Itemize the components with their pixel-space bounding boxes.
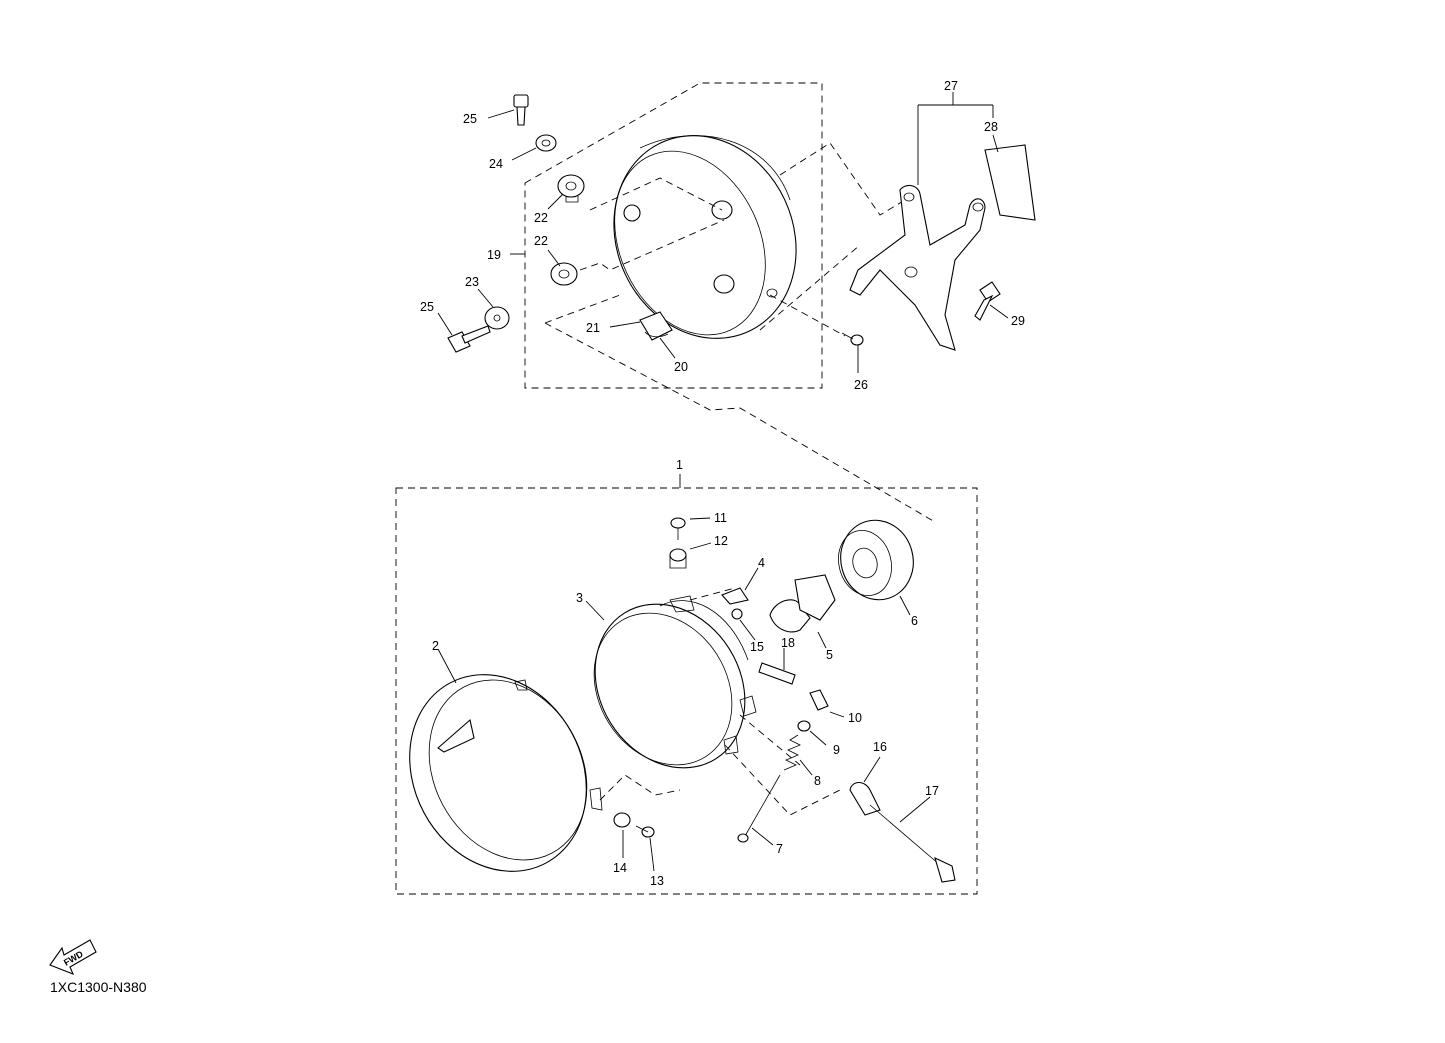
lens-unit-3 (593, 595, 757, 769)
lens-leaders (599, 587, 841, 816)
callout-4: 4 (758, 556, 765, 570)
group-1-headlight-unit-box (395, 474, 978, 895)
callout-16: 16 (873, 740, 887, 754)
screw-11 (670, 517, 686, 540)
adjust-screw-7 (737, 774, 781, 843)
callout-9: 9 (833, 743, 840, 757)
callout-labels: 1 2 3 4 5 6 7 8 9 10 11 12 13 14 15 16 1… (420, 79, 1025, 888)
callout-20: 20 (674, 360, 688, 374)
label-plate-28 (984, 144, 1036, 221)
callout-6: 6 (911, 614, 918, 628)
callout-29: 29 (1011, 314, 1025, 328)
bolt-25-top (513, 94, 529, 126)
spring-8 (783, 734, 801, 771)
screw-13 (635, 825, 655, 838)
grommet-22-upper (557, 174, 585, 203)
callout-5: 5 (826, 648, 833, 662)
bolt-25-lower (447, 325, 491, 353)
callout-15: 15 (750, 640, 764, 654)
drawing-code: 1XC1300-N380 (50, 979, 147, 995)
screw-26 (841, 332, 864, 346)
nut-15 (731, 608, 743, 620)
callout-8: 8 (814, 774, 821, 788)
callout-11: 11 (714, 511, 727, 525)
housing-leaders (579, 142, 906, 337)
grommet-12 (669, 548, 687, 569)
grommet-14 (613, 812, 631, 828)
callout-22-lower: 22 (534, 234, 548, 248)
callout-25-lower: 25 (420, 300, 434, 314)
clip-4 (721, 587, 749, 605)
callout-22-upper: 22 (534, 211, 548, 225)
callout-27: 27 (944, 79, 958, 93)
part-10 (809, 689, 829, 711)
fwd-direction-arrow: FWD (49, 939, 97, 975)
callout-14: 14 (613, 861, 627, 875)
bulb-5 (769, 574, 836, 633)
group-19-headlight-housing-box (510, 82, 823, 389)
callout-18: 18 (781, 636, 795, 650)
headlight-housing-part (613, 135, 797, 339)
callout-28: 28 (984, 120, 998, 134)
part-18 (758, 662, 796, 685)
callout-21: 21 (586, 321, 600, 335)
headlight-rim-2 (409, 674, 603, 872)
washer-24 (535, 134, 557, 152)
nut-9 (797, 720, 811, 732)
callout-1: 1 (676, 458, 683, 472)
collar-23 (484, 306, 510, 330)
callout-2: 2 (432, 639, 439, 653)
callout-24: 24 (489, 157, 503, 171)
callout-13: 13 (650, 874, 664, 888)
callout-23: 23 (465, 275, 479, 289)
callout-19: 19 (487, 248, 501, 262)
callout-17: 17 (925, 784, 939, 798)
callout-10: 10 (848, 711, 862, 725)
clip-20-21 (639, 311, 673, 341)
callout-leaders (437, 92, 1009, 872)
callout-12: 12 (714, 534, 728, 548)
housing-to-cover-leader (544, 294, 936, 523)
cable-17 (869, 804, 956, 883)
grommet-22-lower (550, 262, 578, 286)
callout-25-top: 25 (463, 112, 477, 126)
callout-7: 7 (776, 842, 783, 856)
bulb-cover-6 (838, 519, 914, 601)
callout-26: 26 (854, 378, 868, 392)
bolt-29 (974, 281, 1001, 321)
bracket-27 (849, 185, 986, 351)
callout-3: 3 (576, 591, 583, 605)
